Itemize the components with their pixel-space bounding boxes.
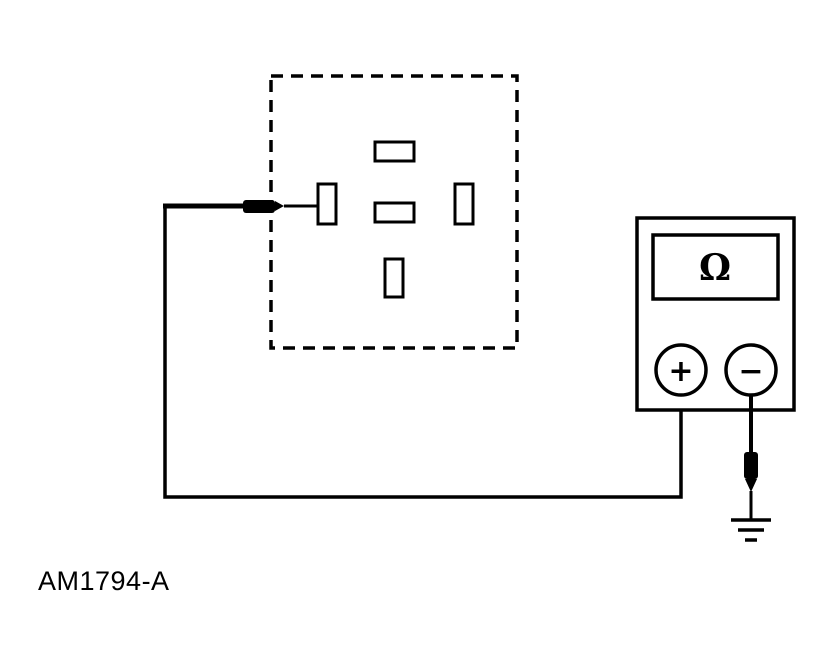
positive-terminal <box>654 343 708 397</box>
connector <box>269 74 519 350</box>
ohm-symbol: Ω <box>699 247 731 289</box>
connector-pin-center <box>373 201 416 224</box>
test-probe-positive <box>163 200 319 213</box>
connector-pin-bottom <box>383 257 405 299</box>
lead-wire-negative <box>744 396 758 520</box>
negative-terminal <box>724 343 778 397</box>
ground-icon <box>731 518 771 542</box>
multimeter-display <box>651 233 780 301</box>
multimeter: Ω + − <box>635 216 796 412</box>
connector-pin-right <box>453 182 475 226</box>
negative-terminal-label: − <box>738 354 763 389</box>
figure-id: AM1794-A <box>38 566 170 596</box>
connector-pin-left <box>316 182 338 226</box>
connector-pin-top <box>373 140 416 163</box>
positive-terminal-label: + <box>668 354 693 389</box>
lead-wire-positive <box>163 206 683 499</box>
